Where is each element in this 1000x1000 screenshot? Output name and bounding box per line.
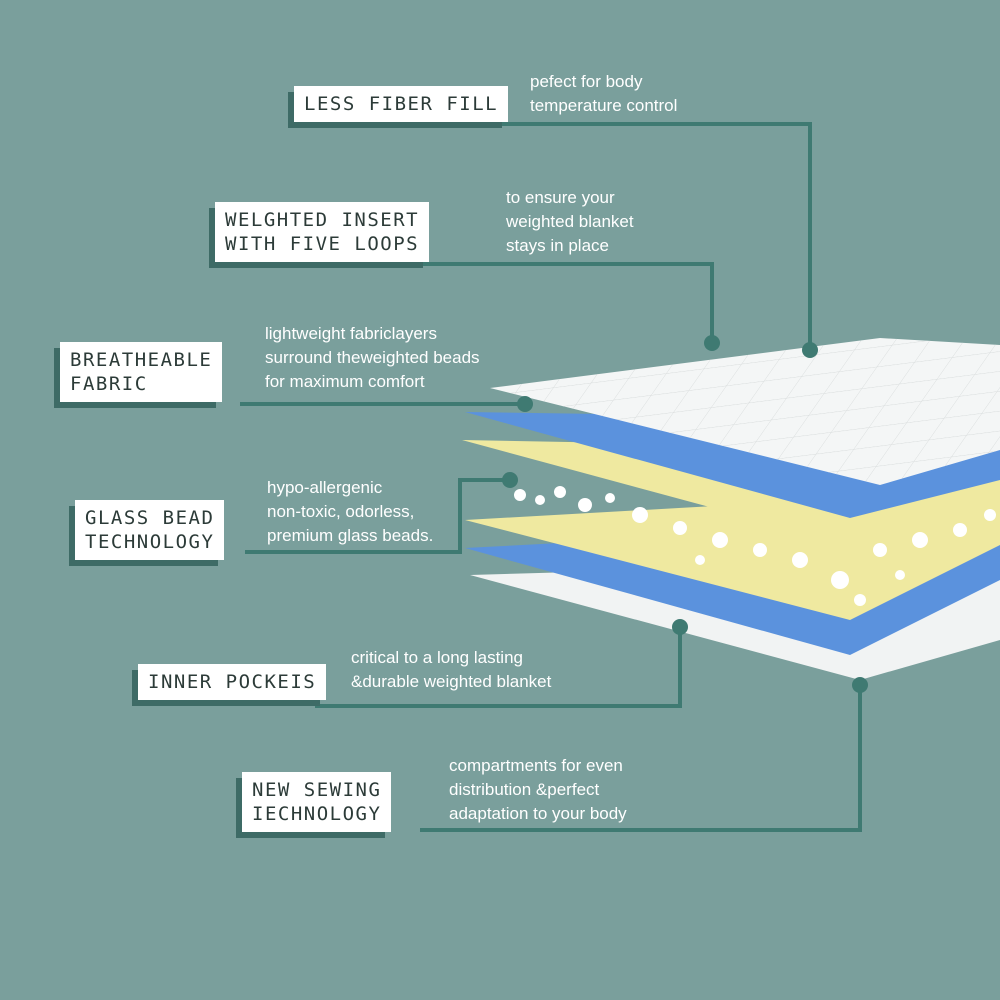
glass-beads [514,486,996,606]
label-glass-bead: GLASS BEAD TECHNOLOGY [75,500,225,560]
desc-weighted-insert: to ensure your weighted blanket stays in… [506,188,634,255]
label-less-fiber-fill: LESS FIBER FILL [294,86,509,122]
connector-lines [240,122,862,832]
desc-new-sewing: compartments for even distribution &perf… [449,756,627,823]
desc-less-fiber-fill: pefect for body temperature control [530,72,678,115]
label-new-sewing: NEW SEWING IECHNOLOGY [242,772,392,832]
desc-inner-pockets: critical to a long lasting &durable weig… [351,648,552,691]
label-inner-pockets: INNER POCKEIS [138,664,327,700]
desc-glass-bead: hypo-allergenic non-toxic, odorless, pre… [267,478,434,545]
desc-breatheable-fabric: lightweight fabriclayers surround thewei… [265,324,480,391]
connector-dots [502,335,868,693]
label-breatheable-fabric: BREATHEABLE FABRIC [60,342,223,402]
label-weighted-insert: WELGHTED INSERT WITH FIVE LOOPS [215,202,430,262]
